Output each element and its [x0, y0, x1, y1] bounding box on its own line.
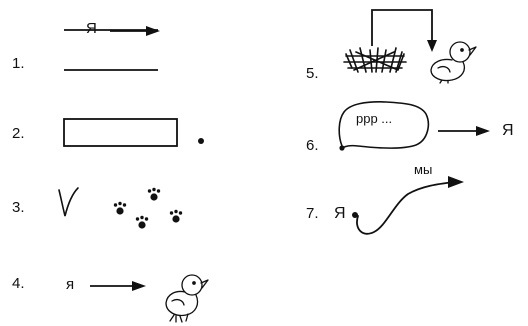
- curved-arrow-icon: [371, 9, 437, 52]
- arrow-icon: [110, 26, 160, 36]
- item-2-number: 2.: [12, 125, 25, 142]
- item-3-number: 3.: [12, 199, 25, 216]
- arrow-label: мы: [414, 162, 433, 177]
- item-7-number: 7.: [306, 205, 319, 222]
- speech-bubble-icon: [338, 101, 430, 151]
- dot-icon: [198, 138, 204, 144]
- item-4-number: 4.: [12, 275, 25, 292]
- nest-icon: [343, 47, 407, 73]
- dot-icon: [352, 212, 358, 218]
- double-line-icon: [64, 29, 158, 71]
- item-4-label: я: [66, 276, 75, 293]
- item-7-label: Я: [334, 205, 346, 222]
- paw-prints-icon: [113, 187, 183, 229]
- chick-icon: [165, 274, 209, 323]
- item-1-number: 1.: [12, 55, 25, 72]
- item-1-label: Я: [86, 20, 97, 37]
- curved-arrow-icon: [356, 176, 464, 235]
- arrow-icon: [438, 126, 490, 136]
- arrow-icon: [90, 281, 146, 291]
- chick-icon: [430, 41, 477, 84]
- speech-bubble-text: ррр ...: [356, 111, 393, 126]
- check-mark-icon: [58, 187, 79, 217]
- item-5-number: 5.: [306, 65, 319, 82]
- rectangle-icon: [63, 118, 178, 147]
- item-6-number: 6.: [306, 137, 319, 154]
- item-6-label: Я: [502, 122, 514, 139]
